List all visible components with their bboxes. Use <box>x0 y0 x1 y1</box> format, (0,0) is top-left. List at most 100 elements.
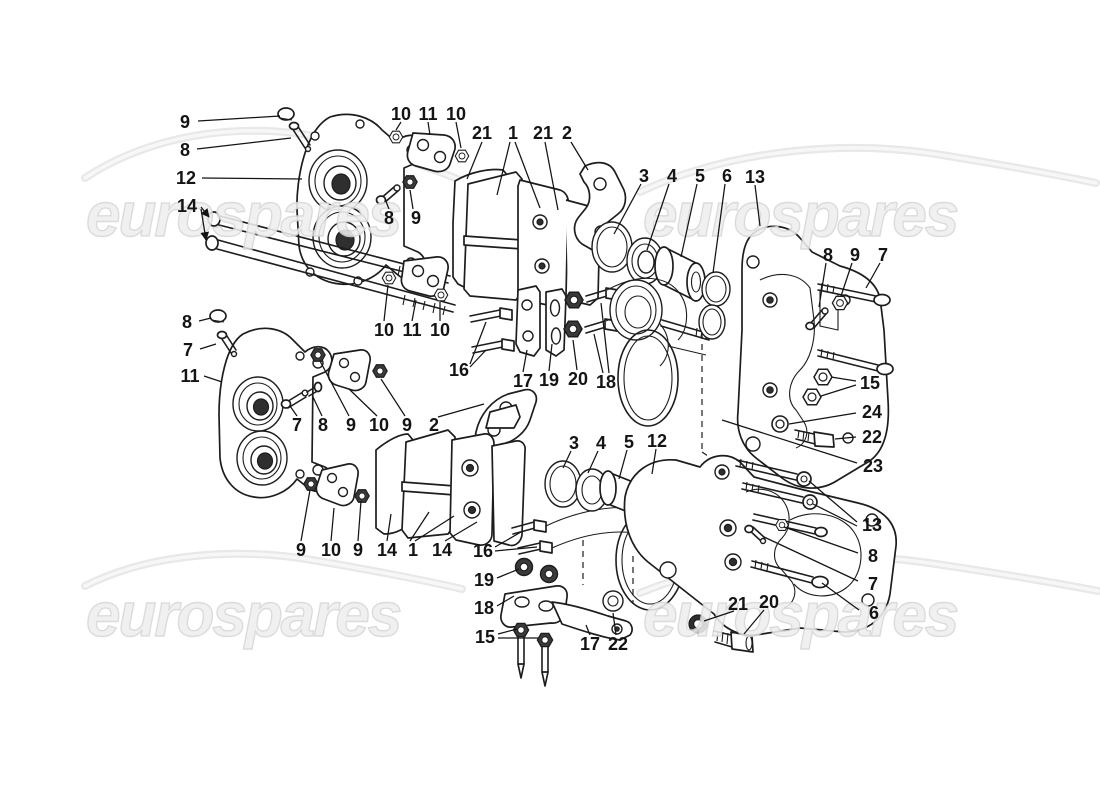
hardware-right-upper <box>771 282 894 448</box>
part-number-label: 12 <box>647 431 667 451</box>
leader-line <box>612 612 617 636</box>
leader-line <box>380 378 406 417</box>
leader-line <box>198 317 212 322</box>
hardware-row-lower-left <box>303 463 370 507</box>
watermark-text: eurospares <box>643 181 958 250</box>
part-number-label: 9 <box>402 415 412 435</box>
leader-line <box>199 343 217 350</box>
leader-line <box>587 450 599 474</box>
part-number-label: 8 <box>180 140 190 160</box>
leader-line <box>427 121 431 136</box>
part-number-label: 14 <box>377 540 397 560</box>
leader-line <box>570 141 589 171</box>
part-number-label: 9 <box>346 415 356 435</box>
leader-line <box>409 189 414 210</box>
part-number-label: 9 <box>353 540 363 560</box>
part-number-label: 8 <box>823 245 833 265</box>
part-number-label: 15 <box>860 373 880 393</box>
part-number-label: 21 <box>533 123 553 143</box>
leader-line <box>383 284 389 322</box>
part-number-label: 21 <box>728 594 748 614</box>
part-number-label: 19 <box>474 570 494 590</box>
leader-line <box>469 349 487 368</box>
leader-line <box>312 396 323 417</box>
part-number-label: 10 <box>321 540 341 560</box>
part-number-label: 1 <box>508 123 518 143</box>
part-number-label: 11 <box>180 366 199 386</box>
watermark-text: eurospares <box>643 581 958 650</box>
leader-line <box>651 448 657 475</box>
caliper-outer-lower <box>623 454 897 636</box>
leader-line <box>496 141 511 196</box>
leader-line <box>469 321 487 365</box>
part-number-label: 4 <box>667 166 677 186</box>
leader-line <box>818 262 827 308</box>
leader-line <box>494 531 522 548</box>
watermark-text: eurospares <box>86 581 401 650</box>
part-number-label: 20 <box>759 592 779 612</box>
leader-line <box>865 262 881 289</box>
bleed-cap-and-screw-upper <box>277 107 312 153</box>
leader-line <box>783 526 859 554</box>
part-number-label: 10 <box>369 415 389 435</box>
leader-line <box>497 628 518 635</box>
dust-cap <box>277 107 295 121</box>
leader-line <box>712 183 726 274</box>
part-number-label: 3 <box>569 433 579 453</box>
leader-line <box>788 412 857 425</box>
leader-line <box>812 503 858 527</box>
plug-and-bolt-lower-right <box>688 614 754 653</box>
watermark-text: eurospares <box>86 181 401 250</box>
part-number-label: 22 <box>608 634 628 654</box>
leader-line <box>680 183 698 258</box>
part-number-label: 8 <box>182 312 192 332</box>
leader-line <box>200 208 210 241</box>
banjo-bolt-head <box>813 431 835 448</box>
part-number-label: 8 <box>318 415 328 435</box>
leader-line <box>496 595 515 607</box>
part-number-label: 21 <box>472 123 492 143</box>
part-number-label: 11 <box>418 104 437 124</box>
part-number-label: 10 <box>374 320 394 340</box>
part-number-label: 6 <box>869 603 879 623</box>
leader-line <box>585 624 591 636</box>
hose-bracket <box>515 285 541 357</box>
bleed-screw <box>291 124 311 149</box>
part-number-label: 9 <box>850 245 860 265</box>
leader-line <box>201 177 303 180</box>
part-number-label: 7 <box>868 574 878 594</box>
part-number-label: 19 <box>539 370 559 390</box>
part-number-label: 9 <box>296 540 306 560</box>
caliper-front-lower <box>209 309 333 499</box>
part-number-label: 17 <box>513 371 533 391</box>
leader-line <box>455 121 462 149</box>
caliper-rear-upper <box>296 113 427 286</box>
leader-line <box>743 609 765 635</box>
part-number-label: 12 <box>176 168 196 188</box>
part-number-label: 18 <box>474 598 494 618</box>
leader-line <box>754 184 761 227</box>
leader-line <box>444 521 478 542</box>
leader-line <box>466 141 483 180</box>
leader-line <box>319 360 350 417</box>
part-number-label: 5 <box>695 166 705 186</box>
part-number-label: 5 <box>624 432 634 452</box>
part-number-label: 17 <box>580 634 600 654</box>
part-number-label: 14 <box>177 196 197 216</box>
part-number-label: 8 <box>384 208 394 228</box>
pad-set-upper <box>452 161 627 307</box>
leader-line <box>562 450 572 469</box>
leader-line <box>300 489 311 542</box>
part-number-label: 10 <box>391 104 411 124</box>
leader-line <box>514 141 541 209</box>
lock-plate <box>545 288 567 357</box>
leader-line <box>437 403 485 418</box>
part-number-label: 10 <box>430 320 450 340</box>
leader-line <box>200 206 210 218</box>
leader-line <box>821 582 860 611</box>
part-number-label: 23 <box>863 456 883 476</box>
part-number-label: 6 <box>722 166 732 186</box>
part-number-label: 11 <box>402 320 421 340</box>
